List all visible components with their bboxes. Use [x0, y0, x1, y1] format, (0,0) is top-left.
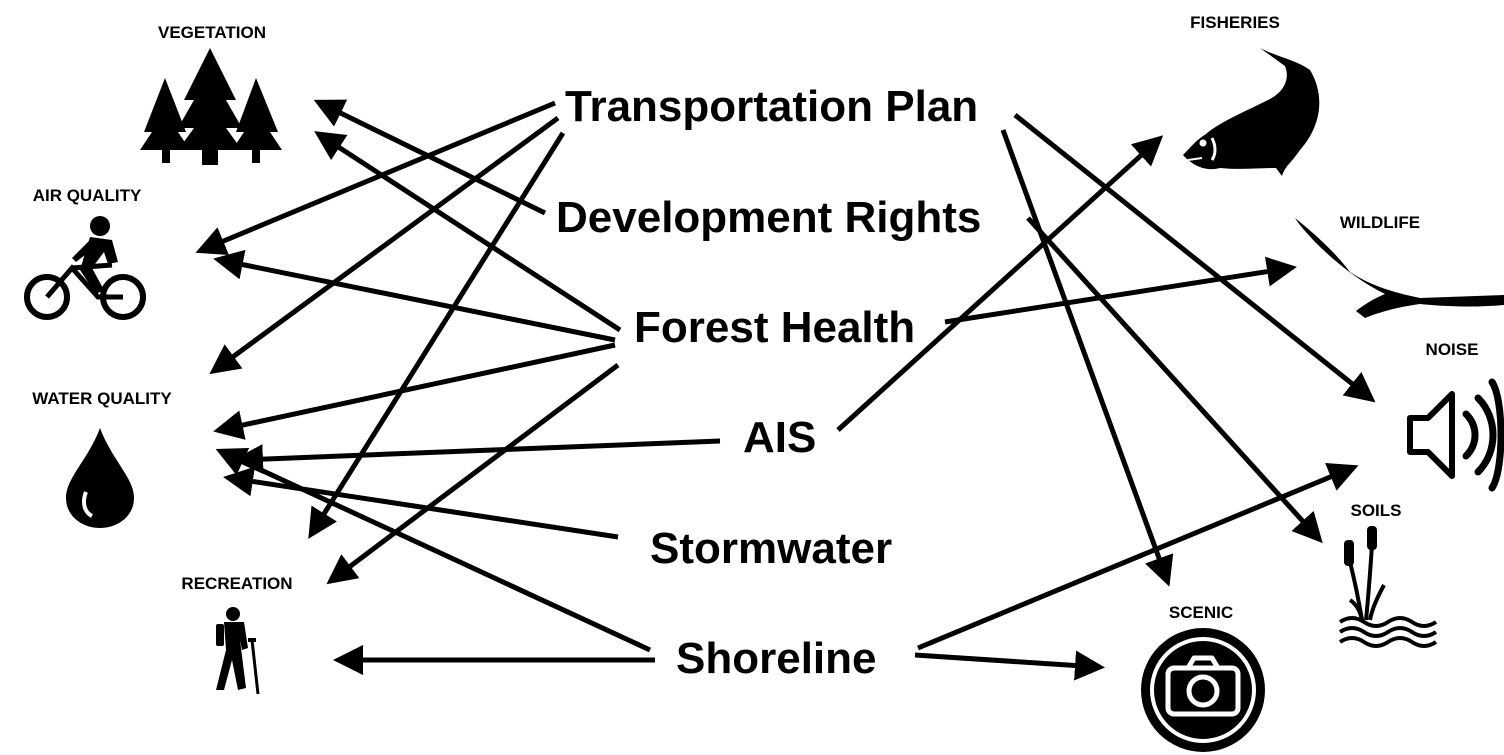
arrow-transportation-to-air-quality: [195, 100, 556, 256]
category-water-quality-label: WATER QUALITY: [32, 389, 172, 408]
arrows: [195, 99, 1376, 681]
category-scenic-label: SCENIC: [1169, 603, 1233, 622]
program-transportation-plan: Transportation Plan: [565, 82, 978, 131]
hiker-icon: [216, 607, 260, 695]
category-fisheries-label: FISHERIES: [1190, 13, 1280, 32]
arrow-ais-to-water-quality: [233, 438, 721, 475]
arrow-transportation-to-recreation: [308, 131, 566, 539]
arrow-forest-health-to-vegetation: [314, 131, 622, 333]
arrow-forest-health-to-recreation: [326, 363, 620, 585]
arrow-development-rights-to-vegetation: [313, 99, 547, 216]
program-shoreline: Shoreline: [676, 634, 877, 683]
water-drop-icon: [66, 428, 134, 528]
speaker-icon: [1407, 378, 1504, 492]
fish-icon: [1183, 48, 1320, 176]
program-forest-health: Forest Health: [634, 303, 915, 352]
arrow-ais-to-fisheries: [836, 135, 1164, 432]
camera-icon: [1141, 628, 1265, 752]
category-vegetation-label: VEGETATION: [158, 23, 266, 42]
program-labels: Transportation Plan Development Rights F…: [556, 82, 981, 683]
arrow-forest-health-to-water-quality: [213, 342, 616, 440]
arrow-transportation-to-scenic: [1000, 129, 1174, 587]
arrow-shoreline-to-noise: [917, 462, 1359, 651]
arrow-shoreline-to-water-quality: [215, 448, 652, 653]
category-recreation-label: RECREATION: [181, 574, 292, 593]
cyclist-icon: [24, 216, 146, 320]
trees-icon: [140, 48, 282, 165]
arrow-stormwater-to-water-quality: [223, 466, 619, 540]
category-wildlife-label: WILDLIFE: [1340, 213, 1420, 232]
arrow-forest-health-to-air-quality: [213, 249, 616, 343]
category-noise-label: NOISE: [1426, 340, 1479, 359]
bird-icon: [1295, 218, 1504, 318]
arrow-transportation-to-noise: [1013, 113, 1376, 403]
arrow-forest-health-to-wildlife: [944, 256, 1297, 325]
program-stormwater: Stormwater: [650, 524, 892, 573]
program-ais: AIS: [743, 413, 816, 462]
program-development-rights: Development Rights: [556, 193, 981, 242]
arrow-development-rights-to-soils: [1026, 216, 1323, 544]
category-soils-label: SOILS: [1350, 501, 1401, 520]
category-labels: VEGETATION AIR QUALITY WATER QUALITY REC…: [32, 13, 1478, 622]
category-air-quality-label: AIR QUALITY: [33, 186, 142, 205]
cattail-icon: [1338, 526, 1438, 648]
arrow-transportation-to-water-quality: [209, 115, 560, 375]
arrow-shoreline-to-scenic: [914, 650, 1105, 681]
